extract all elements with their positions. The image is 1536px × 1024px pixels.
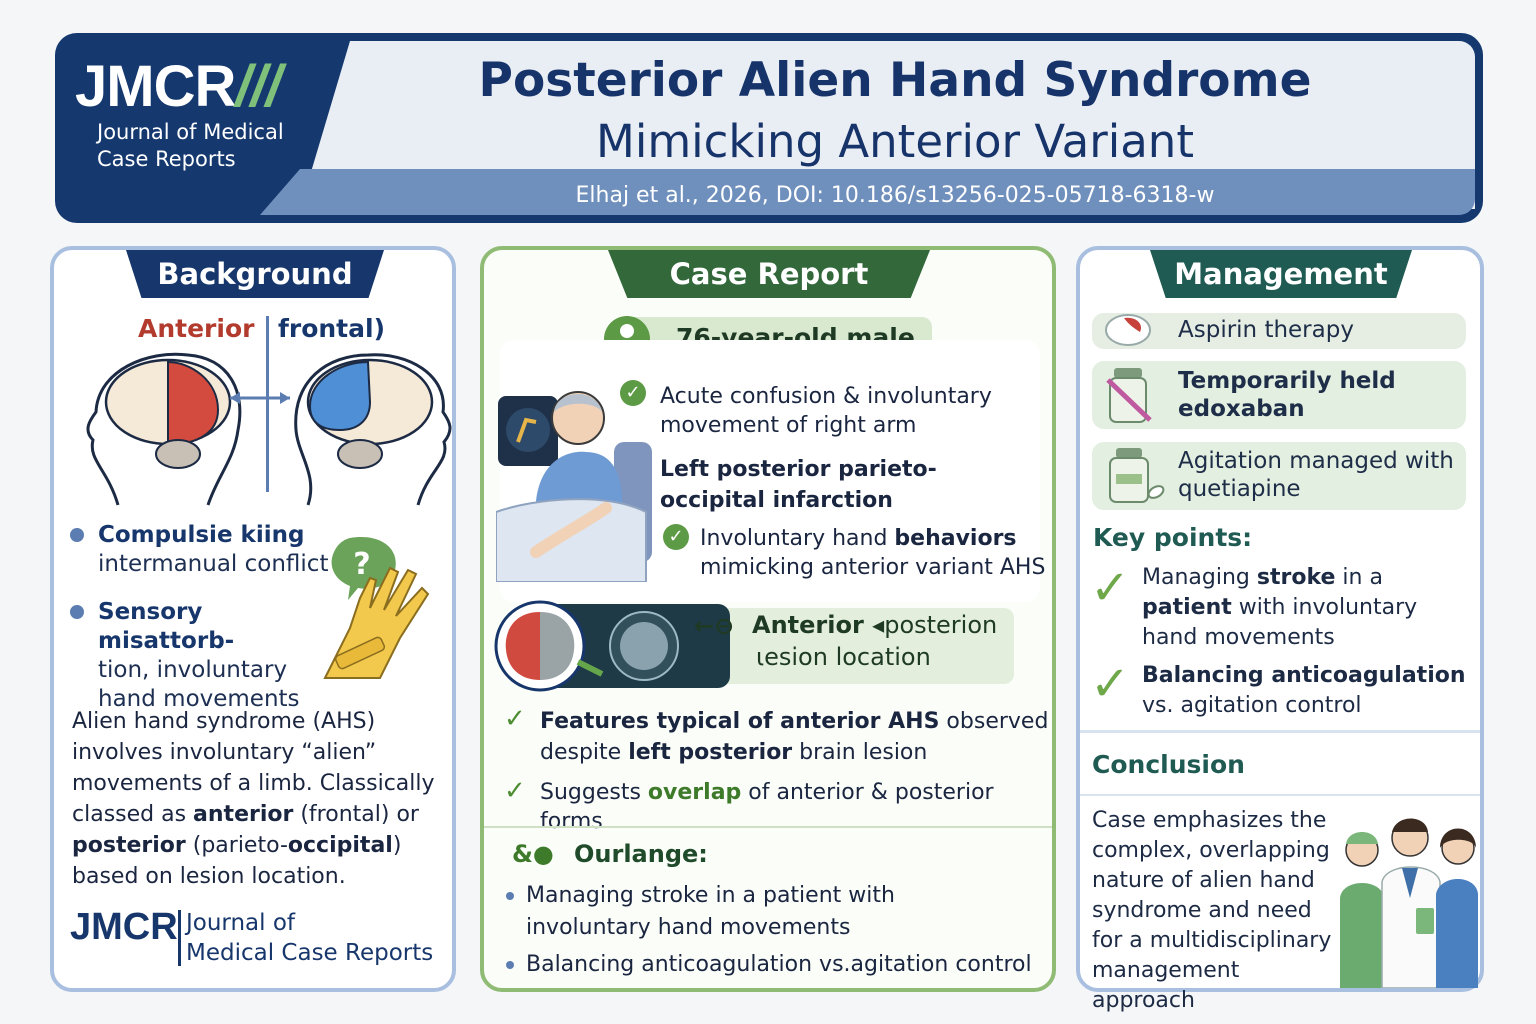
check-icon: ✓ — [504, 776, 526, 806]
footer-divider — [178, 910, 181, 966]
background-tab: Background — [126, 250, 384, 298]
management-item-2 — [1092, 361, 1466, 429]
section-divider — [484, 826, 1052, 828]
medical-team-illustration — [1340, 818, 1478, 988]
check-icon: ✓ — [1090, 560, 1131, 616]
observation-1: Features typical of anterior AHS observe… — [540, 709, 1049, 765]
divider-line — [266, 316, 269, 492]
brain-scan-illustration — [494, 600, 730, 692]
management-item-3-label: Agitation managed with quetiapine — [1178, 448, 1454, 502]
question-icon: ? — [353, 547, 370, 582]
check-icon: ✓ — [620, 380, 646, 406]
lesion-location-label: ιesion location — [756, 643, 931, 671]
key-point-2: Balancing anticoagulation vs. agitation … — [1142, 663, 1466, 718]
conclusion-text: Case emphasizes the complex, overlapping… — [1092, 808, 1332, 1013]
link-icon: &● — [512, 840, 554, 868]
page-subtitle: Mimicking Anterior Variant — [596, 115, 1194, 168]
anterior-label: Anterior — [138, 314, 255, 343]
bullet-icon — [70, 528, 84, 542]
alien-hand-illustration: ? — [323, 537, 430, 679]
finding-2: Left posterior parieto-occipital infarct… — [660, 457, 937, 513]
check-icon: ✓ — [1090, 656, 1131, 712]
case-sub-item-1: Managing stroke in a patient with involu… — [526, 883, 895, 940]
pill-icon — [1105, 314, 1151, 346]
key-points-heading: Key points: — [1093, 523, 1253, 552]
observation-2: Suggests overlap of anterior & posterior… — [540, 780, 994, 834]
frontal-label: frontal) — [278, 314, 385, 343]
header-banner: JMCR/// Journal of Medical Case Reports … — [55, 33, 1483, 223]
brain-comparison-illustration — [86, 352, 452, 506]
citation: Elhaj et al., 2026, DOI: 10.186/s13256-0… — [575, 183, 1215, 208]
lesion-anterior: Anterior ◂posterion — [752, 611, 998, 639]
journal-logo: JMCR/// — [75, 54, 282, 119]
background-body-text: Alien hand syndrome (AHS) involves invol… — [72, 709, 435, 889]
finding-1: Acute confusion & involuntary movement o… — [660, 384, 992, 438]
management-item-2-label: Temporarily held edoxaban — [1178, 368, 1396, 422]
bullet-icon — [70, 605, 84, 619]
journal-name: Journal of Medical Case Reports — [97, 120, 284, 171]
section-divider — [1080, 794, 1480, 796]
patient-in-bed-illustration — [496, 391, 652, 582]
background-bullet-2: Sensory misattorb-tion, involuntary hand… — [98, 599, 300, 712]
conclusion-heading: Conclusion — [1092, 750, 1245, 779]
check-icon: ✓ — [504, 704, 526, 734]
swap-arrows-icon: ←⊖ — [694, 612, 735, 640]
bullet-icon — [506, 892, 514, 900]
bullet-icon — [506, 961, 514, 969]
check-icon: ✓ — [663, 524, 689, 550]
management-item-1-label: Aspirin therapy — [1178, 317, 1354, 343]
section-divider — [1080, 730, 1480, 733]
medication-bottle-icon — [1109, 448, 1165, 503]
page-title: Posterior Alien Hand Syndrome — [478, 53, 1312, 108]
footer-logo: JMCR — [70, 906, 178, 948]
management-tab: Management — [1150, 250, 1412, 298]
crossed-medication-icon — [1106, 368, 1152, 423]
management-item-1 — [1092, 313, 1466, 349]
case-sub-heading: Ourlange: — [574, 840, 708, 868]
case-report-tab: Case Report — [608, 250, 930, 298]
key-point-1: Managing stroke in a patient with involu… — [1142, 565, 1418, 650]
case-sub-item-2: Balancing anticoagulation vs.agitation c… — [526, 952, 1032, 977]
